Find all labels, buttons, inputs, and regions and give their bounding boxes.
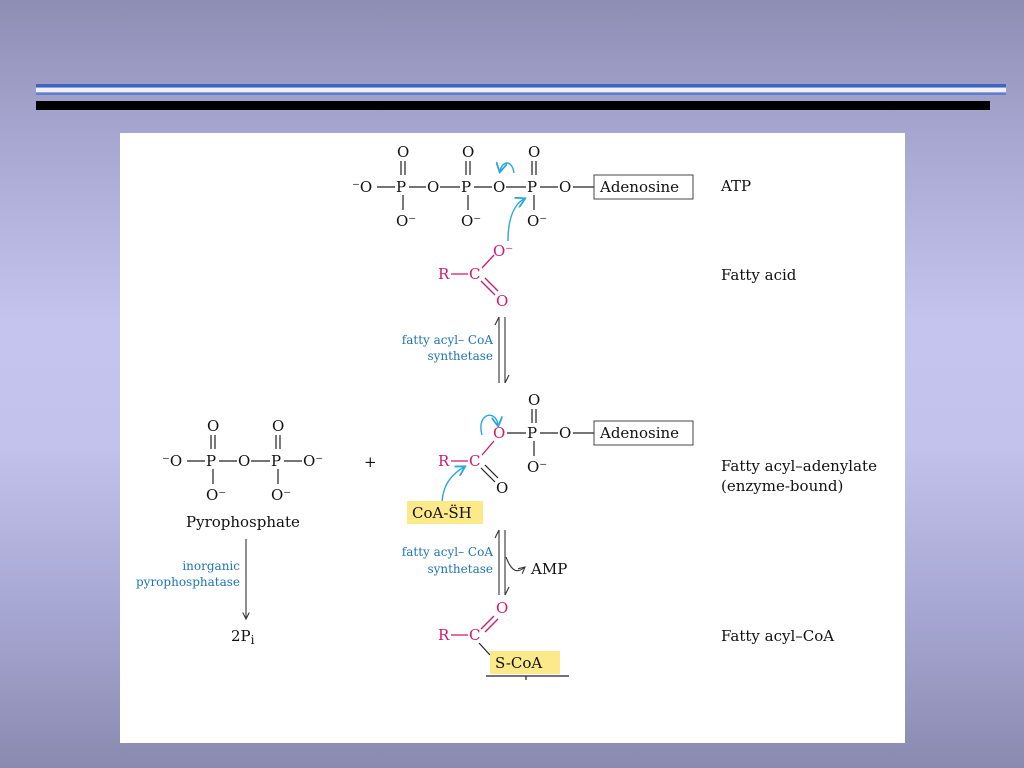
atp-structure: ⁻O P O P O P O Adenosine O O O O⁻ O⁻ O⁻ bbox=[352, 143, 694, 242]
amp-label: AMP bbox=[530, 560, 567, 578]
ppi-o-bridge: O bbox=[238, 452, 250, 470]
fatty-acyl-coa-label: Fatty acyl–CoA bbox=[721, 627, 834, 645]
atp-bond-break-arrow bbox=[500, 163, 515, 173]
adenylate-bond-break-arrow bbox=[480, 414, 498, 436]
adenosine-box-top bbox=[593, 174, 694, 200]
atp-p2: P bbox=[461, 178, 471, 196]
header-rule-white bbox=[36, 88, 1006, 92]
plus-sign: + bbox=[364, 453, 377, 471]
pyrophosphate-structure: ⁻O P O P O⁻ O O O⁻ O⁻ bbox=[162, 417, 323, 504]
atp-o-top2: O bbox=[462, 143, 474, 161]
coash-label: CoA-S̈H bbox=[412, 504, 472, 522]
enzyme-pyrophosphatase-line2: pyrophosphatase bbox=[136, 575, 240, 589]
fatty-acyl-adenylate-structure: O O P O Adenosine O⁻ R C O bbox=[438, 391, 694, 506]
fa-o-minus: O⁻ bbox=[493, 242, 513, 260]
ppi-o-top1: O bbox=[207, 417, 219, 435]
adenylate-o-pink: O bbox=[493, 424, 505, 442]
atp-o-top1: O bbox=[397, 143, 409, 161]
atp-o-minus-bottom1: O⁻ bbox=[396, 212, 416, 230]
pyrophosphate-label: Pyrophosphate bbox=[186, 513, 300, 531]
atp-p3: P bbox=[527, 178, 537, 196]
adenylate-label-line1: Fatty acyl–adenylate bbox=[721, 457, 877, 475]
adenylate-o-double: O bbox=[496, 479, 508, 497]
adenosine-box-mid bbox=[593, 420, 694, 446]
atp-p1: P bbox=[396, 178, 406, 196]
adenylate-o-bridge: O bbox=[559, 424, 571, 442]
ppi-o-top2: O bbox=[272, 417, 284, 435]
enzyme-synthetase-1-line1: fatty acyl– CoA bbox=[402, 333, 494, 347]
adenylate-o-top: O bbox=[528, 391, 540, 409]
atp-attack-arrow bbox=[507, 199, 524, 242]
adenosine-label-top: Adenosine bbox=[599, 178, 679, 196]
header-rule-black bbox=[36, 101, 990, 110]
adenylate-label-line2: (enzyme-bound) bbox=[721, 477, 843, 495]
header-rule-blue bbox=[36, 84, 1006, 87]
acylcoa-c: C bbox=[469, 626, 480, 644]
coa-attack-arrow bbox=[441, 467, 464, 506]
atp-o-bridge3: O bbox=[559, 178, 571, 196]
ppi-o-minus-bottom1: O⁻ bbox=[206, 486, 226, 504]
reaction-figure-panel: ⁻O P O P O P O Adenosine O O O O⁻ O⁻ O⁻ … bbox=[120, 133, 905, 743]
enzyme-synthetase-1-line2: synthetase bbox=[427, 349, 493, 363]
adenylate-p: P bbox=[527, 424, 537, 442]
equilibrium-arrows-1 bbox=[494, 316, 510, 384]
scoa-highlight bbox=[490, 651, 560, 674]
adenylate-r: R bbox=[438, 452, 450, 470]
atp-o-minus-left: ⁻O bbox=[352, 178, 372, 196]
two-pi-label: 2Pi bbox=[231, 627, 255, 647]
atp-o-bridge1: O bbox=[427, 178, 439, 196]
adenylate-o-minus: O⁻ bbox=[527, 458, 547, 476]
scoa-label: S-CoA bbox=[495, 654, 542, 672]
atp-o-bridge2: O bbox=[493, 178, 505, 196]
equilibrium-arrows-2 bbox=[494, 529, 525, 596]
fatty-acid-structure: R C O⁻ O bbox=[438, 242, 513, 310]
adenylate-c: C bbox=[469, 452, 480, 470]
atp-o-top3: O bbox=[528, 143, 540, 161]
ppi-p1: P bbox=[206, 452, 216, 470]
ppi-o-minus-left: ⁻O bbox=[162, 452, 182, 470]
enzyme-synthetase-2-line1: fatty acyl– CoA bbox=[402, 545, 494, 559]
acylcoa-o-double: O bbox=[496, 599, 508, 617]
fa-o-double: O bbox=[496, 292, 508, 310]
ppi-o-minus-right: O⁻ bbox=[303, 452, 323, 470]
reaction-diagram: ⁻O P O P O P O Adenosine O O O O⁻ O⁻ O⁻ … bbox=[136, 143, 877, 680]
acylcoa-r: R bbox=[438, 626, 450, 644]
amp-release-arrow bbox=[505, 556, 525, 571]
atp-o-minus-bottom3: O⁻ bbox=[527, 212, 547, 230]
atp-o-minus-bottom2: O⁻ bbox=[461, 212, 481, 230]
fa-c: C bbox=[469, 265, 480, 283]
fatty-acyl-coa-structure: O R C S-CoA bbox=[438, 599, 569, 680]
ppi-p2: P bbox=[271, 452, 281, 470]
fa-r: R bbox=[438, 265, 450, 283]
coash-highlight bbox=[407, 501, 483, 524]
enzyme-pyrophosphatase-line1: inorganic bbox=[182, 559, 240, 573]
atp-label: ATP bbox=[720, 177, 751, 195]
header-rule-blue-lower bbox=[36, 93, 1006, 95]
fatty-acid-label: Fatty acid bbox=[721, 266, 797, 284]
ppi-o-minus-bottom2: O⁻ bbox=[271, 486, 291, 504]
enzyme-synthetase-2-line2: synthetase bbox=[427, 562, 493, 576]
adenosine-label-mid: Adenosine bbox=[599, 424, 679, 442]
